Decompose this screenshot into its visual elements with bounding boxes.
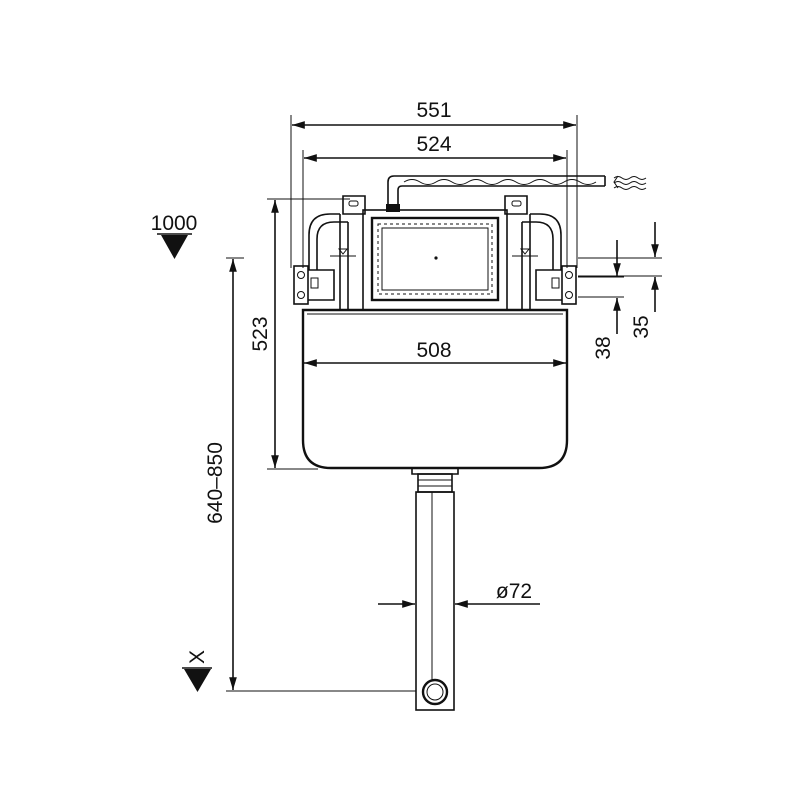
dimension-pipe-diameter: ø72	[378, 580, 540, 608]
flush-pipe	[411, 468, 459, 711]
water-inlet-icon	[613, 175, 647, 190]
dimension-640-850-label: 640–850	[204, 442, 227, 524]
level-1000-marker: 1000	[151, 212, 198, 259]
mounting-frame	[293, 195, 577, 310]
level-x-label: X	[186, 650, 209, 664]
dimension-524-label: 524	[416, 133, 451, 156]
dimension-640-850: 640–850	[204, 257, 416, 692]
dimension-508-label: 508	[416, 339, 451, 362]
dimension-38-label: 38	[592, 336, 615, 359]
level-x-marker: X	[182, 650, 212, 692]
dimension-523-label: 523	[249, 316, 272, 351]
dimension-508: 508	[304, 339, 566, 367]
dimension-551-label: 551	[416, 99, 451, 122]
water-inlet-pipe	[386, 175, 606, 212]
dimension-pipe-diameter-label: ø72	[496, 580, 532, 603]
cistern-tank	[301, 308, 569, 470]
level-1000-label: 1000	[151, 212, 198, 235]
dimension-35: 35	[578, 222, 662, 339]
dimension-523: 523	[249, 198, 350, 470]
dimension-524: 524	[302, 133, 568, 268]
level-x-triangle-icon	[184, 669, 211, 692]
dimension-35-label: 35	[630, 315, 653, 338]
dimension-38: 38	[578, 240, 624, 360]
inspection-opening	[362, 209, 508, 311]
level-down-triangle-icon	[161, 235, 188, 259]
dimension-551: 551	[290, 99, 578, 268]
